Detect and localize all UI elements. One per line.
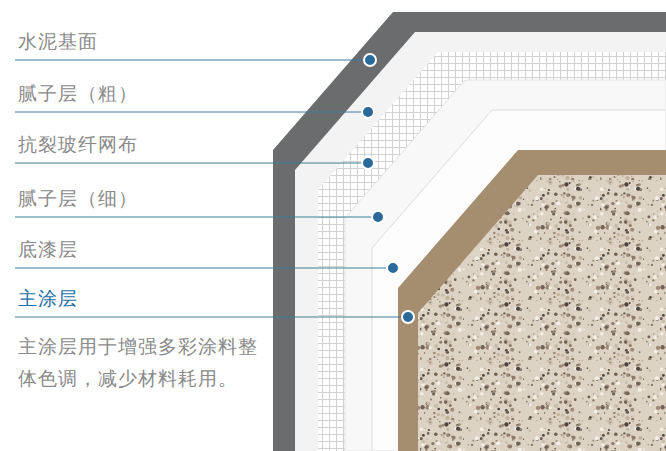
fiberglass-mesh: [318, 52, 666, 451]
leader-dots: [362, 54, 414, 323]
leader-line: [15, 268, 393, 269]
layer-label: 水泥基面: [18, 29, 98, 53]
leader-dot: [402, 311, 414, 323]
leader-lines: [15, 60, 408, 317]
primer-layer: [372, 110, 666, 451]
leader-dot: [387, 262, 399, 274]
fine-putty: [345, 80, 666, 451]
note-text: 主涂层用于增强多彩涂料整体色调，减少材料耗用。: [18, 330, 268, 394]
leader-line: [15, 317, 408, 318]
multicolor-finish: [418, 175, 666, 451]
layer-label: 腻子层（细）: [18, 186, 138, 210]
layer-label: 抗裂玻纤网布: [18, 132, 138, 156]
layer-label: 底漆层: [18, 237, 78, 261]
highlight-label: 主涂层: [18, 286, 78, 310]
leader-line: [15, 217, 378, 218]
layer-label: 腻子层（粗）: [18, 81, 138, 105]
cement-base: [273, 12, 666, 451]
leader-dot: [372, 211, 384, 223]
leader-line: [15, 60, 370, 61]
leader-line: [15, 163, 368, 164]
leader-dot: [362, 106, 374, 118]
main-coat: [398, 150, 666, 451]
leader-dot: [362, 157, 374, 169]
coarse-putty: [295, 32, 666, 451]
leader-dot: [364, 54, 376, 66]
leader-line: [15, 112, 368, 113]
